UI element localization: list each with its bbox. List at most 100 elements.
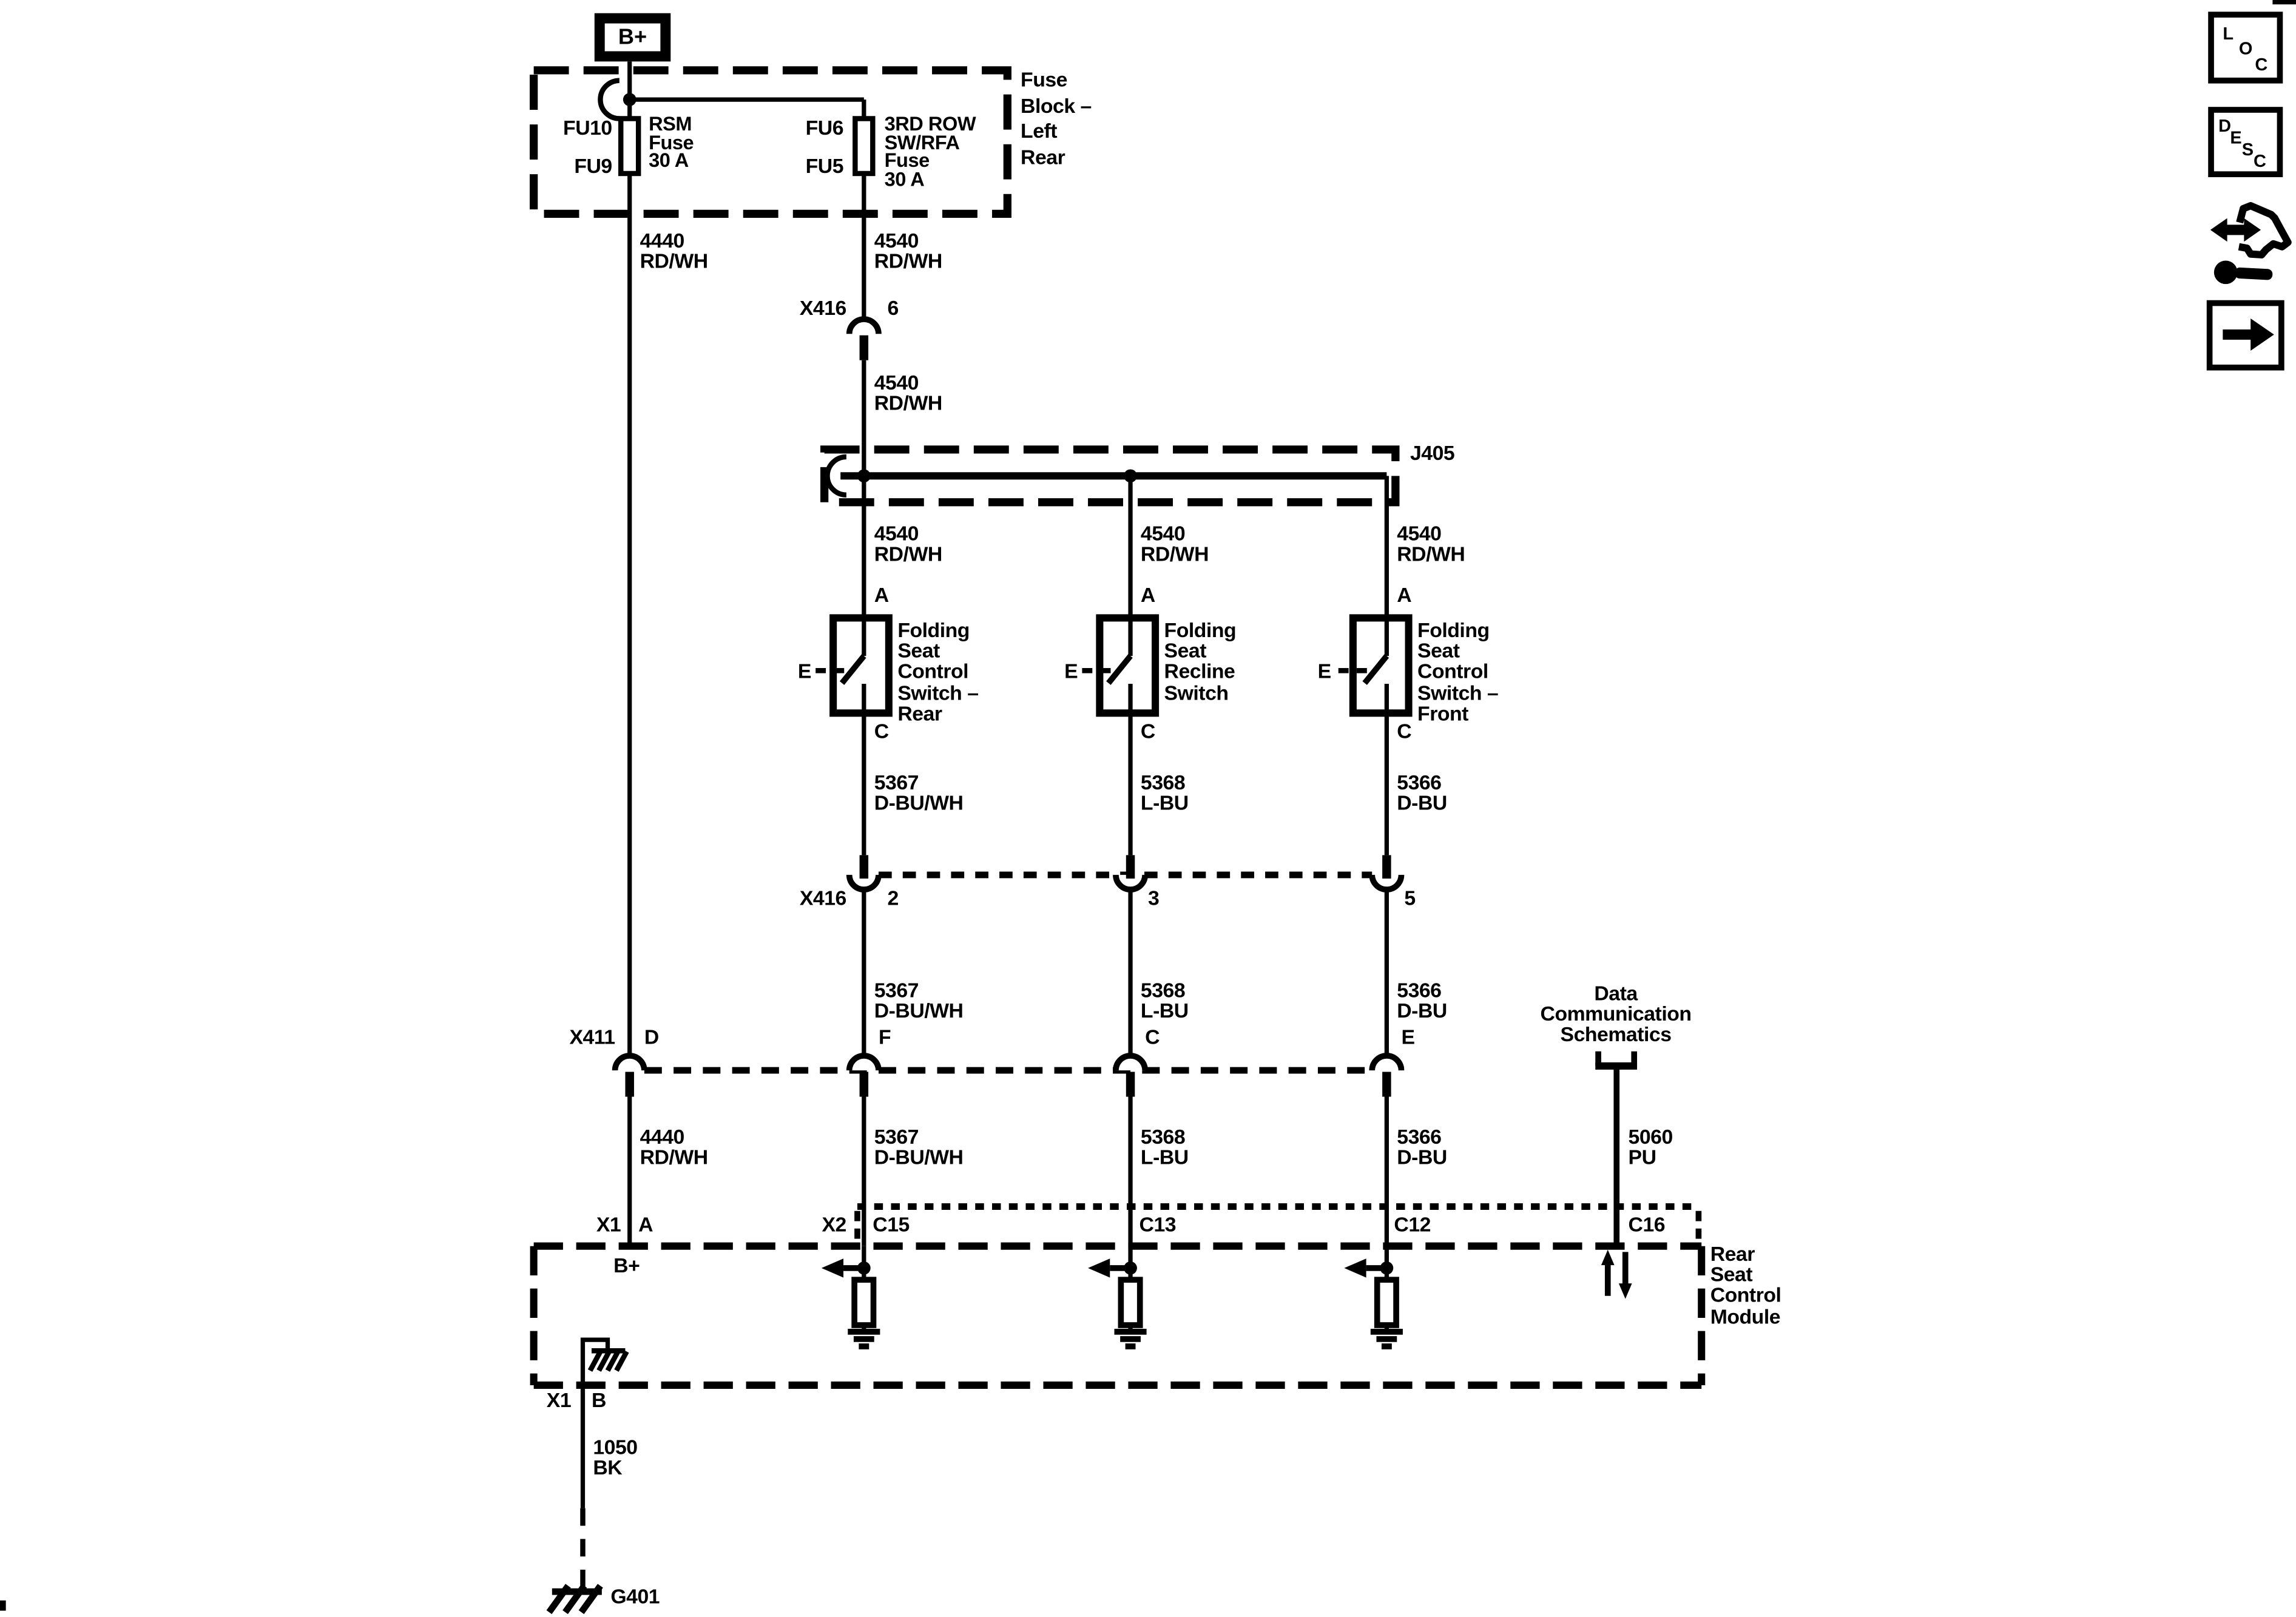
connector-x416-pin5: 5 — [1404, 886, 1416, 910]
connector-x411-pin-e: E — [1401, 1025, 1415, 1048]
wire-label-5368-b: 5368 L-BU — [1140, 978, 1189, 1022]
connector-x416-row-label: X416 — [799, 886, 846, 910]
wire-label-5367-a: 5367 D-BU/WH — [874, 770, 964, 815]
switch3-pin-a: A — [1397, 582, 1412, 607]
wire-label-4540-c1: 4540 RD/WH — [874, 521, 943, 566]
desc-letter: D — [2218, 115, 2232, 137]
module-name: Rear Seat Control Module — [1710, 1241, 1781, 1328]
module-input-c15 — [821, 1246, 880, 1349]
switch2-name: Folding Seat Recline Switch — [1164, 618, 1237, 704]
wire-label-5060: 5060 PU — [1628, 1124, 1673, 1169]
switch1-pin-a: A — [874, 582, 889, 607]
switch3-pin-c: C — [1397, 718, 1412, 743]
module-conn-x2-label: X2 — [822, 1212, 846, 1236]
wire-label-4540-a: 4540 RD/WH — [874, 228, 943, 273]
desc-letter: S — [2241, 139, 2254, 160]
module-serial-data-arrows-icon — [1601, 1249, 1632, 1299]
module-input-c13 — [1088, 1246, 1147, 1349]
module-connector-dotted-box — [854, 1203, 1702, 1245]
x416-pin6-connector-icon — [846, 316, 882, 618]
folding-seat-control-switch-front-icon — [1338, 614, 1413, 856]
j405-splice-pack — [820, 445, 1400, 618]
desc-letter: E — [2230, 127, 2242, 148]
folding-seat-control-switch-rear-icon — [815, 614, 893, 856]
resistor-icon — [1118, 1277, 1143, 1328]
fuse-3rd-row-icon — [853, 116, 876, 177]
desc-letter: C — [2254, 150, 2266, 172]
fuse-pin-fu10: FU10 — [563, 115, 612, 140]
signal-arrow-icon — [821, 1258, 844, 1278]
g401-ground-icon — [546, 1584, 603, 1615]
x416-row-connector-icons — [846, 855, 1405, 1056]
connector-x411-pin-c: C — [1145, 1025, 1160, 1048]
fuse-pin-fu5: FU5 — [805, 154, 844, 178]
ground-g401-label: G401 — [610, 1584, 660, 1608]
wire-label-4540-c3: 4540 RD/WH — [1397, 521, 1465, 566]
wire-label-5368-a: 5368 L-BU — [1140, 770, 1189, 815]
fuse-block-label: Fuse Block – Left Rear — [1021, 67, 1092, 168]
module-conn-x1b-label: X1 — [546, 1388, 572, 1412]
switch3-name: Folding Seat Control Switch – Front — [1417, 618, 1499, 725]
battery-positive-box: B+ — [594, 13, 671, 62]
fuse-block-outline — [530, 66, 1011, 218]
wrench-icon — [2199, 246, 2273, 285]
connector-x416-pin3: 3 — [1148, 886, 1160, 910]
fuse-rsm-icon — [618, 116, 641, 177]
module-outline — [530, 1242, 1706, 1389]
double-arrow-icon — [2210, 218, 2261, 242]
switch1-name: Folding Seat Control Switch – Rear — [897, 618, 979, 725]
connector-x411-pin-d: D — [644, 1025, 659, 1048]
module-conn-x1-pin-a: A — [638, 1212, 653, 1236]
splice-arc-icon — [825, 454, 847, 498]
wire-label-5368-c: 5368 L-BU — [1140, 1124, 1189, 1169]
fuse-3rd-row-name: 3RD ROW SW/RFA Fuse 30 A — [884, 112, 976, 191]
panel-outline-icon — [2236, 202, 2292, 258]
wire-label-4440-top: 4440 RD/WH — [640, 228, 709, 273]
wire-label-5366-b: 5366 D-BU — [1397, 978, 1447, 1022]
module-conn-x1-label: X1 — [596, 1212, 621, 1236]
module-bplus-label: B+ — [613, 1253, 640, 1277]
fuse-pin-fu9: FU9 — [574, 154, 612, 178]
scan-artifact — [0, 1600, 6, 1611]
power-feed-wire — [598, 59, 866, 121]
desc-button[interactable]: D E S C — [2208, 107, 2283, 178]
battery-positive-label: B+ — [618, 25, 647, 50]
wire-label-4540-b: 4540 RD/WH — [874, 370, 943, 415]
connector-x416-top-pin: 6 — [887, 295, 899, 320]
next-page-button[interactable] — [2206, 300, 2284, 371]
connector-x416-pin2: 2 — [887, 886, 899, 910]
switch1-drive-e: E — [797, 658, 812, 683]
fuse-pin-fu6: FU6 — [805, 115, 844, 140]
switch3-drive-e: E — [1317, 658, 1332, 683]
switch1-pin-c: C — [874, 718, 889, 743]
folding-seat-recline-switch-icon — [1082, 614, 1160, 856]
connector-j405-label: J405 — [1410, 441, 1455, 465]
wire-label-5367-c: 5367 D-BU/WH — [874, 1124, 964, 1169]
x411-row-connector-icons — [612, 1053, 1405, 1246]
module-conn-pin-c15: C15 — [873, 1212, 910, 1236]
resistor-icon — [1374, 1277, 1399, 1328]
splice-arc-icon — [598, 78, 620, 121]
switch2-drive-e: E — [1064, 658, 1078, 683]
loc-letter: O — [2238, 38, 2253, 59]
module-conn-pin-c12: C12 — [1394, 1212, 1431, 1236]
loc-button[interactable]: L O C — [2208, 12, 2283, 84]
connector-x411-label: X411 — [569, 1025, 615, 1048]
wire-label-5366-a: 5366 D-BU — [1397, 770, 1447, 815]
usage-wrench-button[interactable] — [2199, 202, 2292, 285]
fuse-rsm-name: RSM Fuse 30 A — [649, 112, 694, 172]
wire-label-5367-b: 5367 D-BU/WH — [874, 978, 964, 1022]
module-internal-ground-icon — [580, 1337, 629, 1385]
switch2-pin-c: C — [1140, 718, 1155, 743]
module-conn-pin-c13: C13 — [1139, 1212, 1177, 1236]
loc-letter: L — [2223, 23, 2234, 44]
wire-label-1050: 1050 BK — [593, 1435, 638, 1479]
data-comm-offpage-icon — [1595, 1051, 1638, 1246]
wire-label-5366-c: 5366 D-BU — [1397, 1124, 1447, 1169]
scan-artifact — [2272, 0, 2296, 5]
signal-arrow-icon — [1088, 1258, 1110, 1278]
connector-x416-top-label: X416 — [799, 295, 846, 320]
